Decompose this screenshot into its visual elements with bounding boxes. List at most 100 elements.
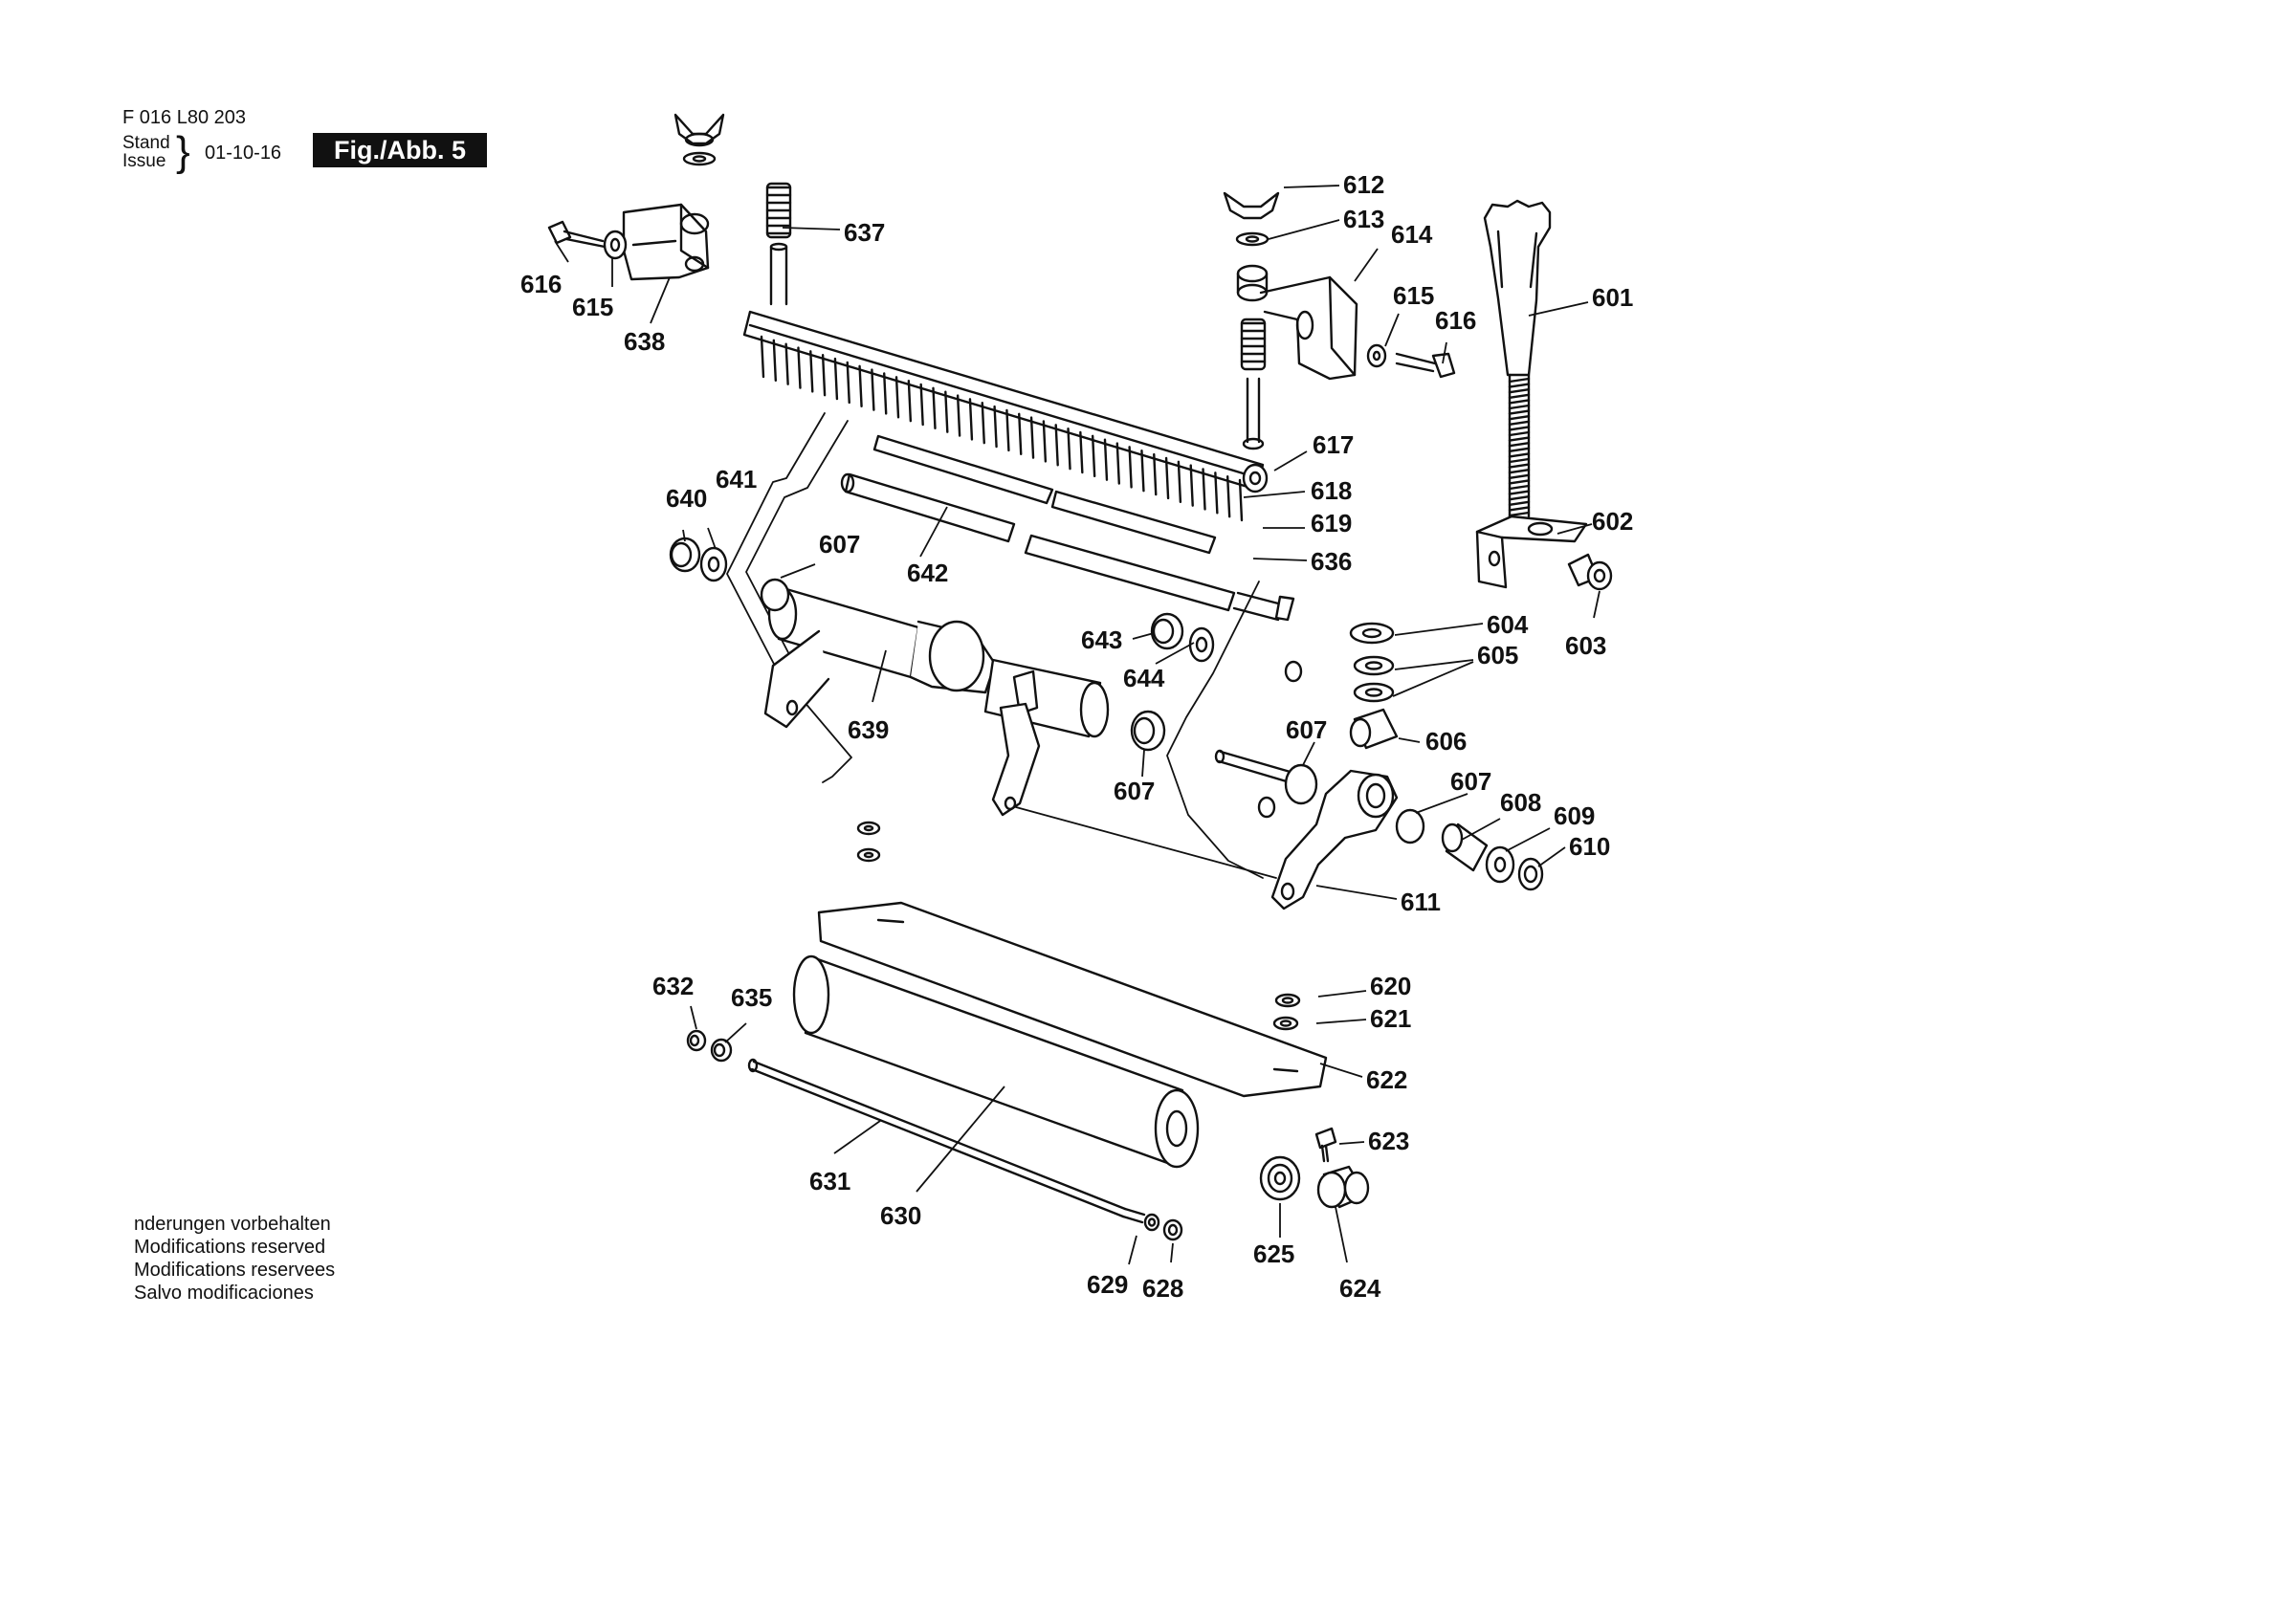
thread-line — [1508, 409, 1531, 415]
washer-621 — [1272, 1016, 1299, 1031]
bracket-602 — [1475, 515, 1588, 589]
part-label: 612 — [1343, 170, 1384, 199]
bushing-624 — [1316, 1165, 1370, 1209]
note-spanish: Salvo modificaciones — [134, 1283, 314, 1304]
issue-label: Issue — [122, 151, 166, 171]
comb-pin — [1103, 438, 1109, 481]
comb-pin — [883, 372, 888, 415]
comb-pin — [1091, 434, 1096, 478]
part-label: 643 — [1081, 625, 1122, 654]
part-label: 632 — [652, 972, 694, 1000]
part-label: 606 — [1425, 727, 1467, 756]
comb-pin — [1115, 442, 1120, 485]
thread-line — [1508, 420, 1531, 426]
stand-label: Stand — [122, 133, 170, 153]
nut-610 — [1517, 857, 1544, 891]
comb-pin — [1189, 464, 1194, 507]
washer-629 — [1143, 1213, 1160, 1232]
comb-pin — [772, 339, 778, 383]
bushing-643 — [1150, 612, 1184, 650]
part-label: 617 — [1313, 430, 1354, 459]
comb-pin — [809, 350, 814, 393]
comb-pin — [784, 342, 789, 385]
comb-pin — [1067, 427, 1071, 471]
bushing-640 — [669, 537, 701, 573]
thread-line — [1508, 399, 1531, 405]
sleeve-606 — [1349, 708, 1399, 750]
part-label: 609 — [1554, 801, 1595, 830]
part-label: 640 — [666, 484, 707, 513]
comb-pin — [956, 394, 961, 437]
comb-pin-bar — [742, 310, 1269, 522]
part-label: 630 — [880, 1201, 921, 1230]
thread-line — [1508, 473, 1531, 479]
comb-pin — [907, 379, 913, 423]
comb-pin — [944, 390, 949, 433]
thread-line — [1508, 447, 1531, 452]
comb-pin — [1214, 472, 1219, 515]
comb-pin — [858, 364, 863, 407]
comb-pin — [1202, 468, 1206, 511]
part-label: 631 — [809, 1167, 850, 1195]
comb-pin — [932, 386, 937, 430]
part-label: 607 — [1450, 767, 1491, 796]
washer-604 — [1349, 622, 1395, 645]
part-label: 603 — [1565, 631, 1606, 660]
comb-pin — [1164, 456, 1170, 500]
thread-line — [1508, 484, 1531, 491]
part-label: 644 — [1123, 664, 1165, 692]
thread-line — [1508, 388, 1531, 394]
part-label: 615 — [572, 293, 613, 321]
comb-pin — [1140, 450, 1145, 493]
part-label: 616 — [1435, 306, 1476, 335]
issue-date: 01-10-16 — [205, 143, 282, 164]
part-label: 607 — [1286, 715, 1327, 744]
part-label: 604 — [1487, 610, 1529, 639]
part-label: 616 — [520, 270, 562, 298]
part-label: 611 — [1401, 888, 1441, 916]
part-label: 624 — [1339, 1274, 1381, 1303]
lever-611 — [1270, 769, 1399, 910]
part-label: 621 — [1370, 1004, 1411, 1033]
brace-glyph: } — [176, 128, 190, 175]
nut-628 — [1162, 1218, 1183, 1241]
part-label: 613 — [1343, 205, 1384, 233]
comb-pin — [993, 405, 998, 449]
roller-630 — [792, 954, 1200, 1169]
thread-line — [1508, 463, 1531, 469]
shaft-631 — [747, 1058, 1146, 1224]
thread-line — [1508, 452, 1531, 458]
spring-637 — [765, 182, 792, 306]
document-id: F 016 L80 203 — [122, 107, 246, 128]
nut-632 — [686, 1029, 707, 1052]
part-label: 614 — [1391, 220, 1433, 249]
comb-pin — [1238, 478, 1244, 522]
comb-pin — [894, 376, 900, 419]
pin-603 — [1567, 553, 1613, 591]
comb-pin — [1225, 474, 1231, 518]
part-label: 629 — [1087, 1270, 1128, 1299]
part-label: 607 — [1114, 777, 1155, 805]
part-label: 620 — [1370, 972, 1411, 1000]
comb-pin — [1029, 416, 1035, 459]
part-label: 618 — [1311, 476, 1352, 505]
sleeve-607-right — [1395, 808, 1425, 844]
part-label: 610 — [1569, 832, 1610, 861]
part-label: 628 — [1142, 1274, 1183, 1303]
washer-641 — [699, 546, 728, 582]
comb-pin — [1079, 430, 1084, 474]
part-label: 638 — [624, 327, 665, 356]
comb-pin — [833, 357, 839, 401]
sleeve-607-mid — [1130, 710, 1166, 752]
part-label: 601 — [1592, 283, 1633, 312]
note-english: Modifications reserved — [134, 1237, 326, 1258]
part-label: 623 — [1368, 1127, 1409, 1155]
axle-pin — [1214, 749, 1318, 819]
thread-line — [1508, 511, 1531, 517]
note-french: Modifications reservees — [134, 1260, 336, 1281]
part-label: 642 — [907, 559, 948, 587]
part-label: 641 — [716, 465, 757, 493]
thread-line — [1508, 436, 1531, 442]
modification-notes: nderungen vorbehalten Modifications rese… — [134, 1213, 335, 1305]
